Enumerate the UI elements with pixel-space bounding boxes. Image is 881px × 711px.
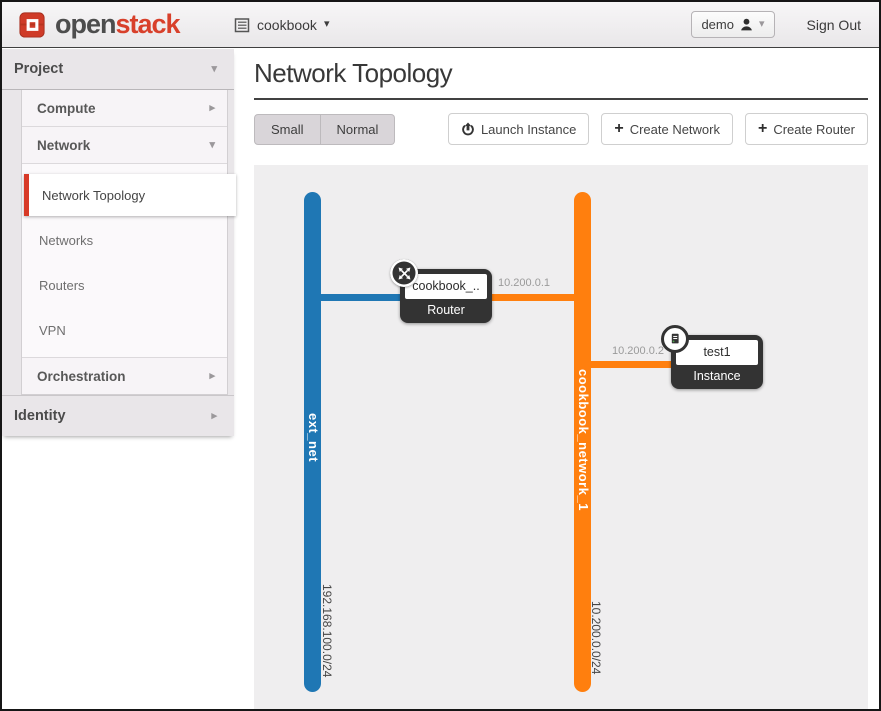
normal-view-button[interactable]: Normal — [320, 113, 396, 145]
ext-net-cidr-label: 192.168.100.0/24 — [320, 584, 334, 678]
network-label: Network — [37, 137, 91, 153]
topbar-right: demo ▾ Sign Out — [691, 11, 861, 38]
caret-down-icon: ▾ — [209, 138, 215, 151]
instance-port-ip-label: 10.200.0.2 — [612, 345, 664, 357]
network-line-ext-net[interactable] — [304, 192, 321, 692]
network-subnav: Network Topology Networks Routers VPN — [22, 164, 236, 357]
plus-icon: + — [614, 120, 624, 137]
sidebar-section-project[interactable]: Project ▾ — [2, 49, 234, 90]
sidebar-item-routers[interactable]: Routers — [39, 278, 85, 293]
sidebar-identity-label: Identity — [14, 408, 66, 424]
router-ext-net-link — [312, 294, 462, 301]
user-menu-button[interactable]: demo ▾ — [691, 11, 775, 38]
create-router-button[interactable]: + Create Router — [745, 113, 868, 145]
sidebar-item-compute[interactable]: Compute ▸ — [22, 90, 227, 127]
instance-type-label: Instance — [693, 369, 741, 383]
chevron-down-icon: ▾ — [758, 18, 765, 30]
project-list-icon — [234, 17, 250, 32]
create-router-label: Create Router — [773, 121, 855, 137]
sidebar-section-identity[interactable]: Identity ▸ — [2, 395, 234, 436]
orchestration-label: Orchestration — [37, 368, 126, 384]
main-content: Network Topology Small Normal Launch Ins… — [234, 48, 879, 709]
network-topology-canvas: 10.200.0.1 10.200.0.2 ext_net 192.168.10… — [254, 165, 868, 709]
sidebar-project-label: Project — [14, 61, 64, 77]
user-menu-label: demo — [701, 17, 734, 32]
instance-name: test1 — [676, 340, 758, 365]
controls-row: Small Normal Launch Instance + Create Ne… — [254, 113, 868, 145]
caret-right-icon: ▸ — [209, 369, 215, 382]
launch-icon — [462, 122, 474, 136]
openstack-logo-icon — [19, 12, 45, 38]
project-selector[interactable]: cookbook ▾ — [234, 17, 329, 33]
brand-text: openstack — [55, 9, 181, 39]
router-tenant-net-link — [462, 294, 583, 301]
chevron-down-icon: ▾ — [323, 18, 330, 30]
router-node[interactable]: cookbook_.. Router — [390, 259, 492, 323]
project-accordion: Compute ▸ Network ▾ Network Topology Net… — [21, 90, 236, 395]
sidebar-item-network[interactable]: Network ▾ — [22, 127, 227, 164]
router-name: cookbook_.. — [405, 274, 487, 299]
small-view-button[interactable]: Small — [254, 113, 321, 145]
compute-label: Compute — [37, 100, 96, 116]
ext-net-name-label: ext_net — [306, 413, 321, 463]
project-selector-label: cookbook — [257, 16, 317, 33]
sidebar-item-vpn[interactable]: VPN — [39, 323, 66, 338]
user-icon — [741, 18, 752, 31]
router-port-ip-label: 10.200.0.1 — [498, 277, 550, 289]
launch-instance-button[interactable]: Launch Instance — [447, 113, 590, 145]
network-line-cookbook-network-1[interactable] — [574, 192, 591, 692]
plus-icon: + — [758, 120, 768, 137]
router-type-label: Router — [427, 303, 465, 317]
sidebar: Project ▾ Compute ▸ Network ▾ Network To… — [2, 49, 236, 436]
top-navbar: openstack cookbook ▾ demo ▾ Sign Out — [2, 2, 879, 48]
sign-out-link[interactable]: Sign Out — [806, 16, 861, 33]
instance-icon — [661, 325, 689, 353]
instance-node[interactable]: test1 Instance — [661, 325, 763, 389]
sidebar-item-networks[interactable]: Networks — [39, 233, 94, 248]
tenant-net-name-label: cookbook_network_1 — [576, 369, 591, 511]
sidebar-item-network-topology[interactable]: Network Topology — [24, 174, 236, 216]
launch-instance-label: Launch Instance — [480, 121, 577, 137]
action-buttons: Launch Instance + Create Network + Creat… — [447, 113, 868, 145]
caret-right-icon: ▸ — [211, 409, 217, 422]
caret-right-icon: ▸ — [209, 101, 215, 114]
create-network-button[interactable]: + Create Network — [601, 113, 733, 145]
tenant-net-cidr-label: 10.200.0.0/24 — [589, 601, 603, 675]
create-network-label: Create Network — [629, 121, 720, 137]
caret-down-icon: ▾ — [211, 62, 217, 75]
page-title: Network Topology — [254, 58, 868, 100]
brand-open: open — [55, 9, 116, 39]
topology-size-toggle: Small Normal — [254, 113, 396, 145]
sidebar-item-orchestration[interactable]: Orchestration ▸ — [22, 357, 227, 394]
router-icon — [390, 259, 418, 287]
openstack-logo[interactable]: openstack — [18, 9, 234, 40]
instance-tenant-net-link — [582, 361, 682, 368]
brand-stack: stack — [115, 9, 181, 39]
